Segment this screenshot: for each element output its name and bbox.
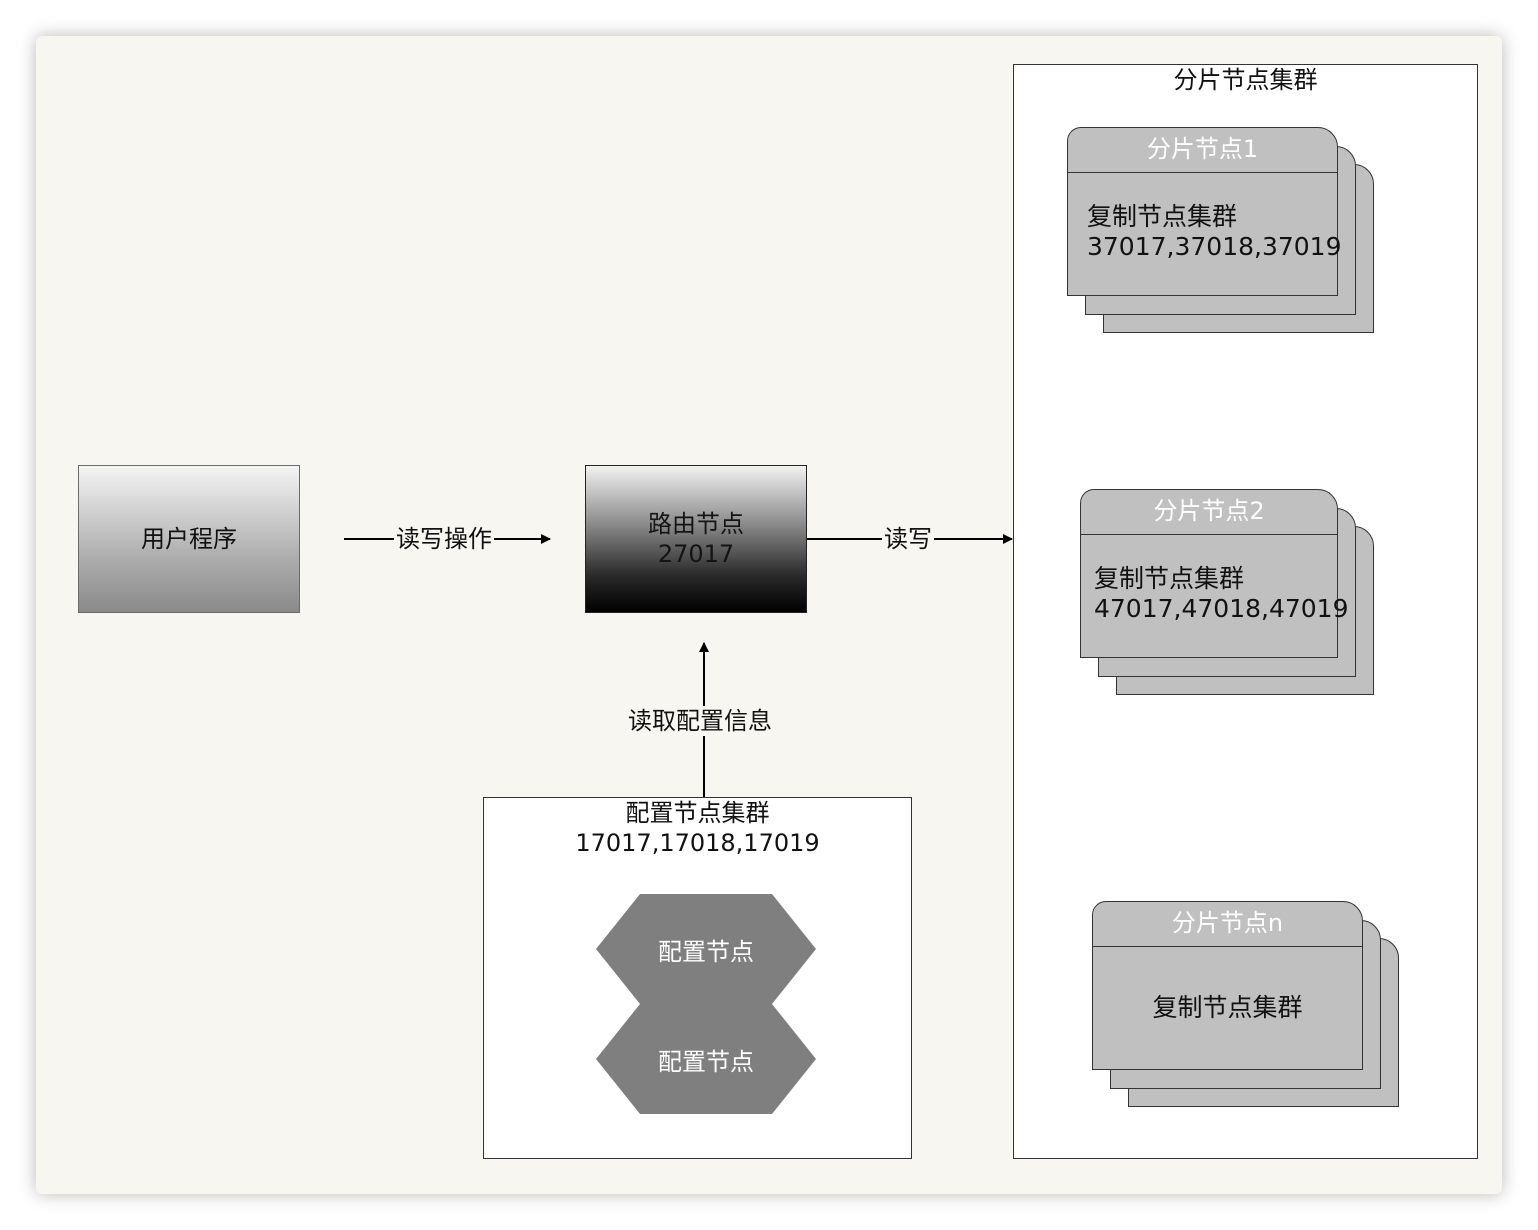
user-program-node[interactable]: 用户程序 [78,465,300,613]
router-node[interactable]: 路由节点 27017 [585,465,807,613]
shard-1-replica-ports: 37017,37018,37019 [1087,232,1342,261]
shard-1-card[interactable]: 分片节点1 复制节点集群 37017,37018,37019 [1067,127,1342,296]
edge-label-read-config: 读取配置信息 [626,706,774,736]
config-node-2[interactable]: 配置节点 [596,1004,816,1114]
config-node-1-label: 配置节点 [658,937,754,966]
config-node-2-label: 配置节点 [658,1047,754,1076]
shard-2-replica-ports: 47017,47018,47019 [1094,594,1349,623]
shard-2-title: 分片节点2 [1081,490,1337,535]
shard-1-title: 分片节点1 [1068,128,1337,173]
shard-n-title: 分片节点n [1093,902,1362,947]
shard-n-replica-label: 复制节点集群 [1152,992,1303,1022]
diagram-canvas: 用户程序 读写操作 路由节点 27017 读写 读取配置信息 配置节点集群 17… [36,36,1502,1194]
edge-label-read-write-op: 读写操作 [394,524,494,554]
router-label: 路由节点 [648,510,744,538]
shard-n-card[interactable]: 分片节点n 复制节点集群 [1092,901,1363,1070]
config-cluster-title: 配置节点集群 [625,799,770,827]
config-cluster-ports: 17017,17018,17019 [575,829,820,857]
shard-2-card[interactable]: 分片节点2 复制节点集群 47017,47018,47019 [1080,489,1348,658]
router-port: 27017 [657,540,735,568]
shard-1-replica-label: 复制节点集群 [1087,202,1238,231]
edge-label-read-write: 读写 [882,524,934,554]
config-node-1[interactable]: 配置节点 [596,894,816,1004]
config-cluster[interactable]: 配置节点集群 17017,17018,17019 配置节点 配置节点 [483,797,912,1159]
shard-cluster-title: 分片节点集群 [1173,66,1318,94]
shard-2-replica-label: 复制节点集群 [1094,564,1245,593]
shard-cluster[interactable]: 分片节点集群 分片节点1 复制节点集群 37017,37018,37019 分片… [1013,64,1478,1159]
user-program-label: 用户程序 [141,525,237,553]
